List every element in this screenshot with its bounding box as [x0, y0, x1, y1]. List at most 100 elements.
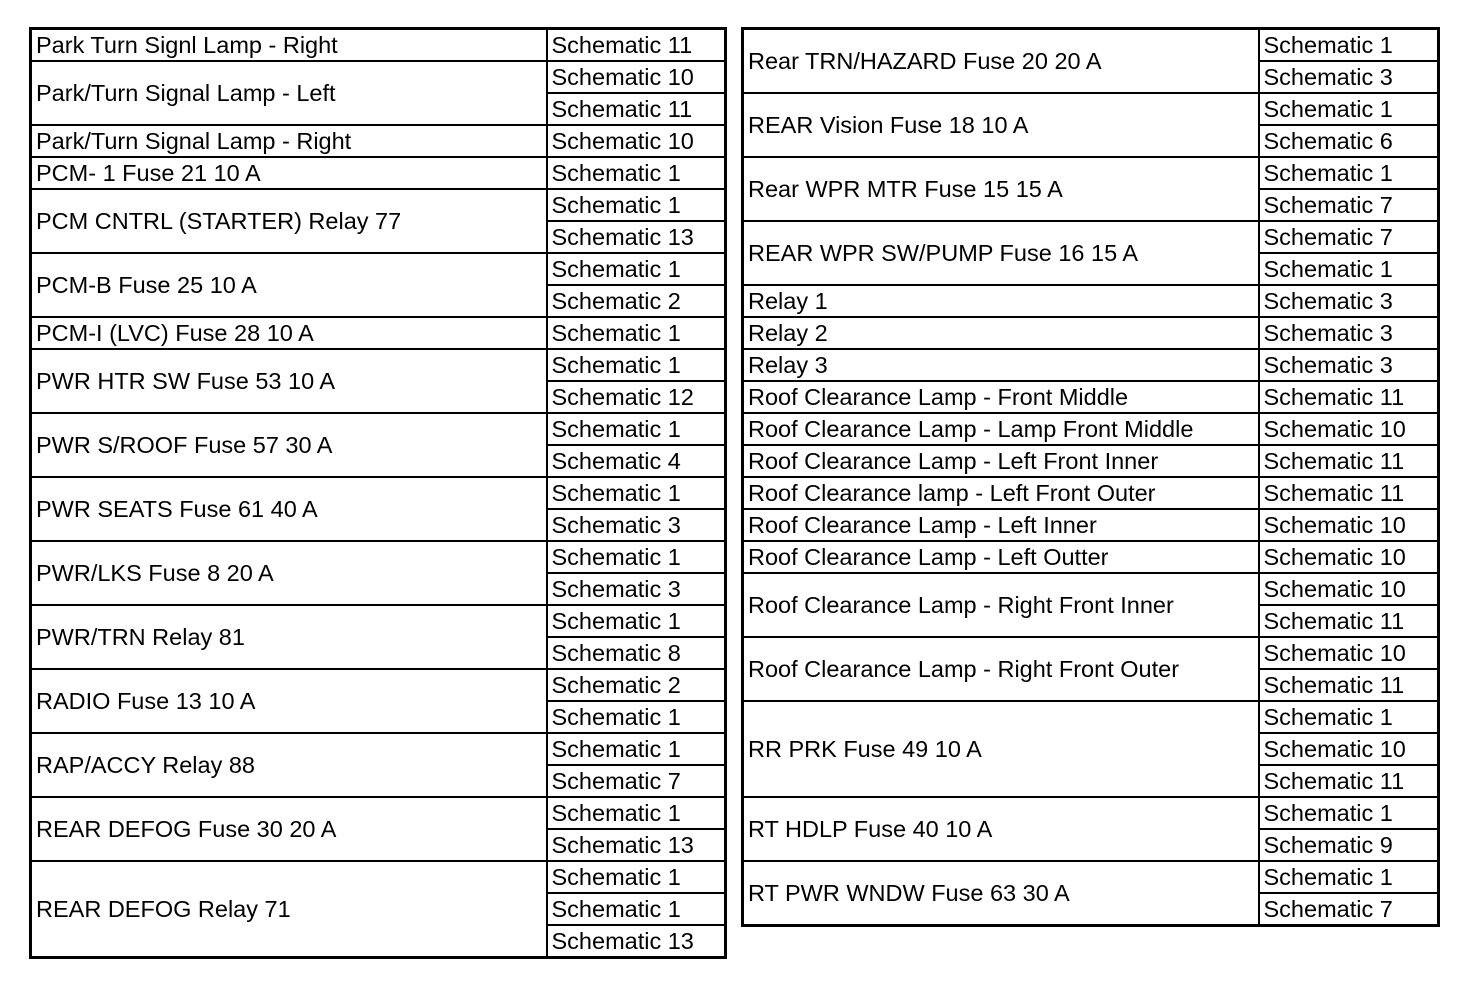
schematic-ref: Schematic 1 — [551, 160, 681, 186]
component-cell: PCM- 1 Fuse 21 10 A — [29, 156, 548, 190]
schematic-ref: Schematic 10 — [1260, 732, 1437, 764]
schematic-refs-cell: Schematic 3 — [1257, 316, 1440, 350]
schematic-ref: Schematic 1 — [1263, 864, 1393, 890]
schematic-ref: Schematic 11 — [551, 32, 693, 58]
schematic-refs-cell: Schematic 11 — [1257, 476, 1440, 510]
schematic-ref: Schematic 4 — [548, 444, 724, 475]
component-cell: Park/Turn Signal Lamp - Right — [29, 124, 548, 158]
schematic-ref: Schematic 7 — [1263, 224, 1393, 250]
component-cell: Roof Clearance lamp - Left Front Outer — [741, 476, 1260, 510]
schematic-refs-cell: Schematic 11 — [1257, 444, 1440, 478]
component-cell: Roof Clearance Lamp - Left Inner — [741, 508, 1260, 542]
component-cell: PWR S/ROOF Fuse 57 30 A — [29, 412, 548, 478]
schematic-ref: Schematic 10 — [551, 128, 694, 154]
schematic-ref: Schematic 7 — [548, 764, 724, 795]
schematic-ref: Schematic 1 — [551, 736, 681, 762]
schematic-ref: Schematic 3 — [1263, 320, 1393, 346]
schematic-refs-cell: Schematic 3 — [1257, 348, 1440, 382]
component-cell: PCM CNTRL (STARTER) Relay 77 — [29, 188, 548, 254]
schematic-ref: Schematic 3 — [1263, 352, 1393, 378]
component-cell: Relay 1 — [741, 284, 1260, 318]
schematic-ref: Schematic 3 — [1260, 60, 1437, 91]
component-cell: Roof Clearance Lamp - Left Front Inner — [741, 444, 1260, 478]
schematic-ref: Schematic 10 — [1263, 512, 1406, 538]
component-cell: Park/Turn Signal Lamp - Left — [29, 60, 548, 126]
component-cell: REAR DEFOG Relay 71 — [29, 860, 548, 959]
schematic-ref: Schematic 1 — [551, 800, 681, 826]
schematic-ref: Schematic 11 — [1263, 480, 1405, 506]
component-cell: Roof Clearance Lamp - Right Front Outer — [741, 636, 1260, 702]
schematic-refs-cell: Schematic 11 — [545, 27, 727, 62]
schematic-ref: Schematic 1 — [548, 892, 724, 924]
schematic-ref: Schematic 1 — [551, 480, 681, 506]
component-cell: RAP/ACCY Relay 88 — [29, 732, 548, 798]
schematic-ref: Schematic 1 — [551, 192, 681, 218]
schematic-ref: Schematic 13 — [548, 220, 724, 251]
schematic-ref: Schematic 1 — [1263, 32, 1393, 58]
schematic-ref: Schematic 11 — [1260, 604, 1437, 635]
schematic-ref: Schematic 1 — [551, 544, 681, 570]
schematic-ref: Schematic 1 — [1263, 800, 1393, 826]
component-cell: Roof Clearance Lamp - Right Front Inner — [741, 572, 1260, 638]
component-cell: Roof Clearance Lamp - Lamp Front Middle — [741, 412, 1260, 446]
schematic-ref: Schematic 10 — [551, 64, 694, 90]
schematic-ref: Schematic 1 — [551, 864, 681, 890]
schematic-ref: Schematic 1 — [551, 416, 681, 442]
schematic-ref: Schematic 10 — [1263, 544, 1406, 570]
schematic-ref: Schematic 1 — [551, 352, 681, 378]
schematic-ref: Schematic 10 — [1263, 416, 1406, 442]
component-cell: REAR DEFOG Fuse 30 20 A — [29, 796, 548, 862]
schematic-ref: Schematic 3 — [548, 572, 724, 603]
schematic-ref: Schematic 8 — [548, 636, 724, 667]
component-cell: REAR Vision Fuse 18 10 A — [741, 92, 1260, 158]
schematic-ref: Schematic 13 — [548, 828, 724, 859]
schematic-ref: Schematic 11 — [1263, 384, 1405, 410]
schematic-ref: Schematic 2 — [551, 672, 681, 698]
component-cell: RT HDLP Fuse 40 10 A — [741, 796, 1260, 862]
component-cell: Rear TRN/HAZARD Fuse 20 20 A — [741, 27, 1260, 94]
schematic-refs-cell: Schematic 10 — [1257, 540, 1440, 574]
component-cell: RADIO Fuse 13 10 A — [29, 668, 548, 734]
schematic-ref: Schematic 1 — [551, 320, 681, 346]
component-cell: RT PWR WNDW Fuse 63 30 A — [741, 860, 1260, 927]
component-cell: PCM-I (LVC) Fuse 28 10 A — [29, 316, 548, 350]
component-cell: Rear WPR MTR Fuse 15 15 A — [741, 156, 1260, 222]
schematic-ref: Schematic 1 — [1260, 252, 1437, 283]
